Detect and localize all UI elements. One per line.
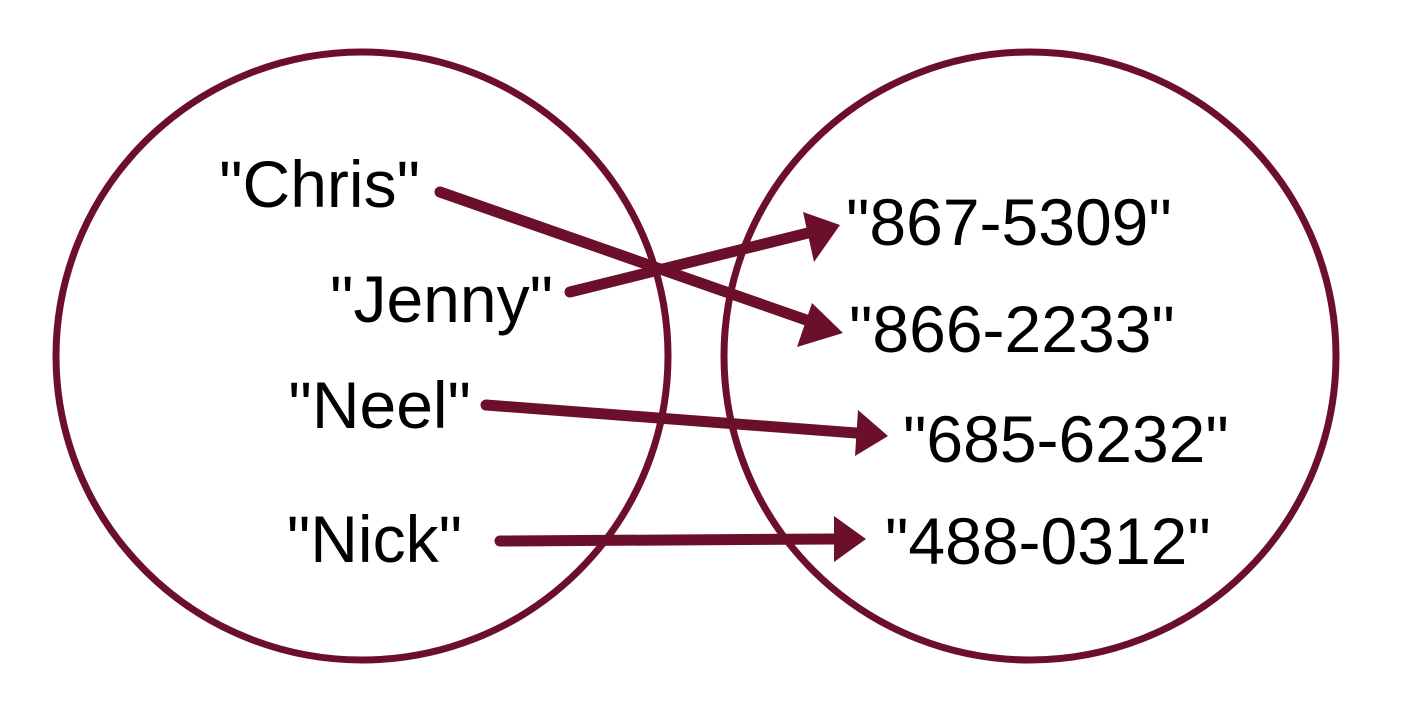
- arrow-neel-to-685-6232: [480, 399, 888, 456]
- arrow-chris-to-866-2233: [434, 186, 843, 347]
- codomain-item-685-6232: "685-6232": [903, 402, 1229, 476]
- arrow-jenny-to-867-5309: [564, 212, 840, 298]
- domain-set-circle: [52, 48, 672, 664]
- codomain-set-circle: [720, 48, 1340, 664]
- domain-item-neel: "Neel": [288, 368, 471, 442]
- codomain-item-867-5309: "867-5309": [846, 185, 1172, 259]
- domain-item-nick: "Nick": [287, 502, 462, 576]
- arrow-nick-to-488-0312: [494, 516, 866, 562]
- codomain-item-866-2233: "866-2233": [849, 292, 1175, 366]
- domain-item-jenny: "Jenny": [330, 262, 553, 336]
- codomain-item-488-0312: "488-0312": [885, 504, 1211, 578]
- domain-item-chris: "Chris": [219, 147, 420, 221]
